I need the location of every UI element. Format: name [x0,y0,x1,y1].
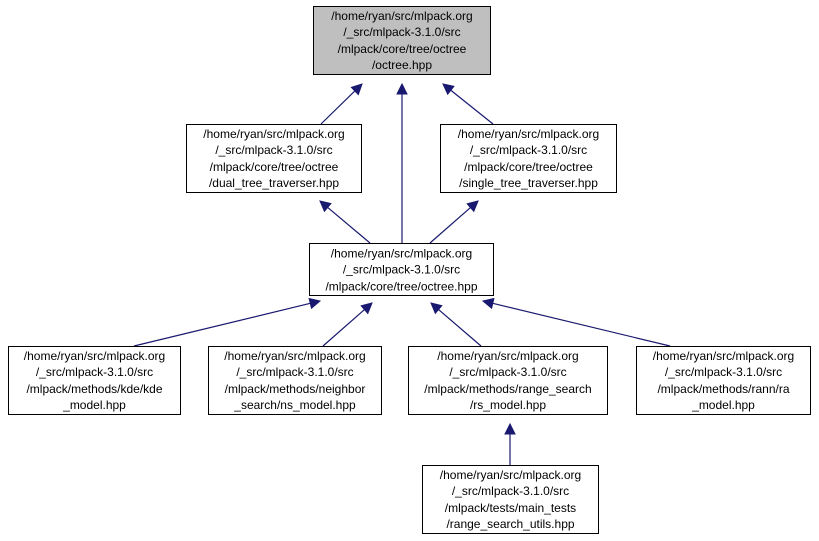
edge-n1-to-n0 [320,83,363,125]
edge-line [322,309,365,347]
graph-node[interactable]: /home/ryan/src/mlpack.org /_src/mlpack-3.… [422,465,599,534]
node-label-line: /mlpack/methods/range_search [424,381,592,396]
node-label-line: /mlpack/core/tree/octree [209,159,339,174]
edge-line [327,206,371,244]
arrowhead-icon [466,200,479,213]
graph-node[interactable]: /home/ryan/src/mlpack.org /_src/mlpack-3.… [309,243,494,296]
node-label-line: /mlpack/core/tree/octree [464,159,593,174]
node-label-line: /_src/mlpack-3.1.0/src [35,365,154,379]
arrowhead-icon [481,297,495,310]
arrowhead-icon [360,302,373,315]
node-label-line: /mlpack/methods/rann/ra [657,381,790,396]
node-label: /home/ryan/src/mlpack.org /_src/mlpack-3.… [9,348,180,414]
node-label-line: /dual_tree_traverser.hpp [208,176,340,190]
arrowhead-icon [350,83,363,96]
node-label-line: /mlpack/tests/main_tests [444,500,577,515]
edge-line [133,302,311,347]
node-label-line: /_src/mlpack-3.1.0/src [215,143,333,157]
node-label-line: /_src/mlpack-3.1.0/src [343,25,461,39]
node-label: /home/ryan/src/mlpack.org /_src/mlpack-3.… [637,348,810,414]
edge-n6-to-n3 [430,302,482,347]
node-label-line: /home/ryan/src/mlpack.org [23,348,166,363]
node-label-line: /_src/mlpack-3.1.0/src [469,143,588,157]
node-label-line: /mlpack/core/tree/octree [337,41,467,56]
arrowhead-icon [308,297,322,310]
graph-node-root: /home/ryan/src/mlpack.org /_src/mlpack-3.… [313,6,491,75]
node-label-line: /home/ryan/src/mlpack.org [457,126,600,141]
node-label-line: /_src/mlpack-3.1.0/src [342,262,461,277]
node-label-line: _model.hpp [63,398,126,412]
edge-line [450,89,494,125]
graph-node[interactable]: /home/ryan/src/mlpack.org /_src/mlpack-3.… [440,124,617,193]
node-label-line: /home/ryan/src/mlpack.org [203,126,345,141]
node-label-line: /home/ryan/src/mlpack.org [224,348,366,363]
edge-n7-to-n3 [481,297,671,347]
edge-n3-to-n1 [319,200,371,244]
graph-node[interactable]: /home/ryan/src/mlpack.org /_src/mlpack-3.… [636,346,811,415]
node-label-line: /mlpack/core/tree/octree.hpp [325,278,478,293]
node-label: /home/ryan/src/mlpack.org /_src/mlpack-3.… [423,467,598,533]
arrowhead-icon [504,422,516,435]
graph-node[interactable]: /home/ryan/src/mlpack.org /_src/mlpack-3.… [8,346,181,415]
edge-n4-to-n3 [133,297,322,347]
node-label-line: /range_search_utils.hpp [446,517,575,531]
node-label-line: /mlpack/methods/neighbor [224,381,366,396]
node-label-line: /home/ryan/src/mlpack.org [331,8,473,23]
node-label: /home/ryan/src/mlpack.org /_src/mlpack-3.… [441,126,616,192]
node-label-line: /mlpack/methods/kde/kde [26,381,163,396]
arrowhead-icon [319,200,332,213]
graph-node[interactable]: /home/ryan/src/mlpack.org /_src/mlpack-3.… [186,124,362,193]
node-label-line: /_src/mlpack-3.1.0/src [449,365,567,379]
edge-line [429,207,471,244]
node-label-line: /octree.hpp [371,58,433,72]
node-label-line: /_src/mlpack-3.1.0/src [236,365,354,379]
node-label: /home/ryan/src/mlpack.org /_src/mlpack-3.… [314,8,490,74]
graph-node[interactable]: /home/ryan/src/mlpack.org /_src/mlpack-3.… [408,346,608,415]
node-label-line: /home/ryan/src/mlpack.org [439,467,582,482]
edge-n3-to-n0 [396,82,408,243]
arrowhead-icon [430,302,443,315]
edge-n8-to-n6 [504,422,516,465]
node-label-line: /single_tree_traverser.hpp [459,176,598,190]
node-label-line: /home/ryan/src/mlpack.org [652,348,795,363]
graph-node[interactable]: /home/ryan/src/mlpack.org /_src/mlpack-3.… [208,346,382,415]
edge-line [492,302,671,347]
node-label: /home/ryan/src/mlpack.org /_src/mlpack-3.… [209,348,381,414]
node-label-line: /home/ryan/src/mlpack.org [437,348,579,363]
node-label-line: /home/ryan/src/mlpack.org [330,245,473,260]
edge-n5-to-n3 [322,302,373,347]
arrowhead-icon [442,83,455,96]
node-label-line: _search/ns_model.hpp [234,398,356,412]
node-label-line: /_src/mlpack-3.1.0/src [451,484,570,498]
node-label: /home/ryan/src/mlpack.org /_src/mlpack-3.… [187,126,361,192]
node-label-line: /_src/mlpack-3.1.0/src [664,365,783,379]
edge-line [320,90,356,125]
node-label: /home/ryan/src/mlpack.org /_src/mlpack-3.… [409,348,607,414]
edge-n3-to-n2 [429,200,479,244]
edge-n2-to-n0 [442,83,494,125]
node-label-line: /rs_model.hpp [469,398,547,412]
arrowhead-icon [396,82,408,95]
edge-line [438,309,482,347]
node-label-line: _model.hpp [692,398,755,412]
node-label: /home/ryan/src/mlpack.org /_src/mlpack-3.… [310,245,493,295]
